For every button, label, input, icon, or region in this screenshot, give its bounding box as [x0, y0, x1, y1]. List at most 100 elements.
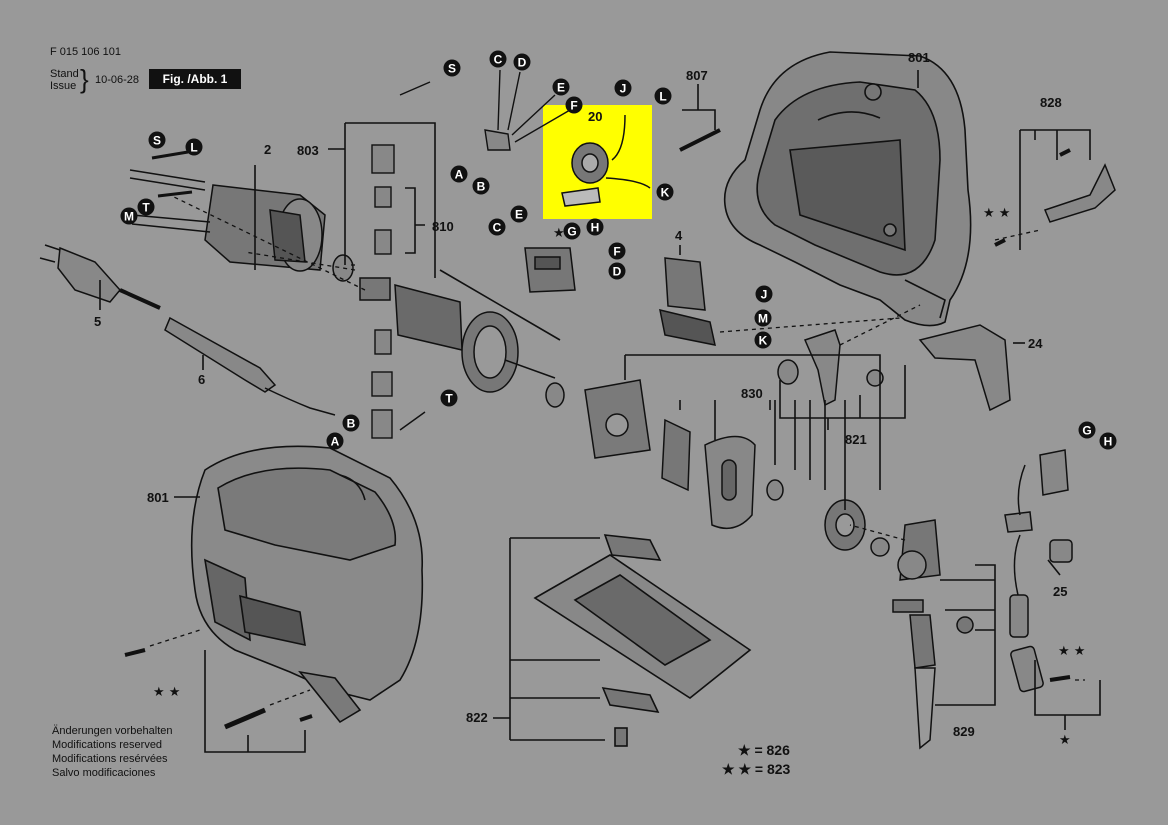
plunger-assembly: [892, 519, 974, 750]
callout-a-top: A: [450, 165, 468, 183]
callout-circle: [563, 222, 581, 240]
callout-circle: [1078, 421, 1096, 439]
legend-double-star: ★ ★ = 823: [722, 761, 791, 777]
callout-f-top: F: [565, 96, 583, 114]
issue-date: 10-06-28: [95, 74, 140, 86]
modification-notes: Änderungen vorbehalten Modifications res…: [52, 724, 172, 780]
callout-d-top: D: [513, 53, 531, 71]
electronic-module: [524, 247, 576, 293]
part-number-810: 810: [432, 219, 454, 234]
lever-and-knob: [918, 163, 1116, 412]
callout-letter: C: [493, 221, 502, 235]
callout-letter: M: [758, 312, 768, 326]
star-pair-left: ★ ★: [153, 685, 180, 700]
part-number-807: 807: [686, 68, 708, 83]
part-number-828: 828: [1040, 95, 1062, 110]
callout-letter: H: [1104, 435, 1113, 449]
callout-s-left: S: [148, 131, 166, 149]
housing-half-left: [190, 445, 424, 724]
callout-s-top: S: [443, 59, 461, 77]
callout-letter: S: [153, 134, 161, 148]
callout-letter: E: [557, 81, 565, 95]
callout-letter: J: [761, 288, 768, 302]
part-number-6: 6: [198, 372, 205, 387]
callout-letter: F: [613, 245, 620, 259]
callout-circle: [614, 79, 632, 97]
callout-letter: D: [518, 56, 527, 70]
callout-letter: C: [494, 53, 503, 67]
power-cord: [39, 244, 161, 310]
part-number-25: 25: [1053, 584, 1067, 599]
callout-circle: [488, 218, 506, 236]
star-markers: ★ ★ ★ ★ ★ ★ ★ ★: [153, 206, 1085, 748]
callout-letter: L: [659, 90, 666, 104]
field-coil: [129, 169, 326, 272]
star-pair-right: ★ ★: [1058, 644, 1085, 659]
callout-circle: [472, 177, 490, 195]
callout-letter: B: [347, 417, 356, 431]
callout-g-far: G: [1078, 421, 1096, 439]
part-number-4: 4: [675, 228, 683, 243]
part-number-24: 24: [1028, 336, 1043, 351]
star-marker-top: ★: [553, 226, 565, 241]
callout-c-mid: C: [488, 218, 506, 236]
callout-letter: M: [124, 210, 134, 224]
callout-letter: K: [661, 186, 670, 200]
callout-circle: [656, 183, 674, 201]
callout-m-left: M: [120, 207, 138, 225]
callout-circle: [654, 87, 672, 105]
part-20-component: [561, 114, 651, 207]
callout-circle: [754, 331, 772, 349]
part-number-821: 821: [845, 432, 867, 447]
note-es: Salvo modificaciones: [52, 767, 156, 779]
armature: [332, 254, 565, 408]
callout-circle: [552, 78, 570, 96]
cord-protector: [164, 316, 336, 416]
callout-circle: [326, 432, 344, 450]
callout-e-mid: E: [510, 205, 528, 223]
callout-k-right: K: [754, 331, 772, 349]
gear-train: [584, 379, 890, 557]
part-number-822: 822: [466, 710, 488, 725]
callout-letter: G: [1082, 424, 1091, 438]
callout-m-right: M: [754, 309, 772, 327]
part-number-2: 2: [264, 142, 271, 157]
callout-letter: T: [142, 201, 150, 215]
callout-d-right: D: [608, 262, 626, 280]
leader-lines: [99, 70, 1101, 753]
callout-circle: [510, 205, 528, 223]
callout-l-left: L: [185, 138, 203, 156]
callout-h-mid: H: [586, 218, 604, 236]
callout-c-top: C: [489, 50, 507, 68]
callout-circle: [754, 309, 772, 327]
callout-e-top: E: [552, 78, 570, 96]
callout-b-low: B: [342, 414, 360, 432]
callout-circle: [608, 242, 626, 260]
callout-circle: [148, 131, 166, 149]
callout-letter: D: [613, 265, 622, 279]
part-number-801-top: 801: [908, 50, 930, 65]
screws: [124, 128, 1071, 730]
callout-t-left: T: [137, 198, 155, 216]
guide-roller: [777, 329, 884, 407]
callout-letter: F: [570, 99, 577, 113]
callout-k-top: K: [656, 183, 674, 201]
document-number: F 015 106 101: [50, 46, 121, 58]
callout-circle: [489, 50, 507, 68]
note-fr: Modifications resérvées: [52, 753, 168, 765]
callout-letter: E: [515, 208, 523, 222]
star-pair-828: ★ ★: [983, 206, 1010, 221]
callout-circle: [440, 389, 458, 407]
callout-letter: K: [759, 334, 768, 348]
callout-letter: A: [331, 435, 340, 449]
callout-letter: A: [455, 168, 464, 182]
callout-f-right: F: [608, 242, 626, 260]
note-de: Änderungen vorbehalten: [52, 725, 173, 737]
callout-letter: L: [190, 141, 197, 155]
callout-l-top: L: [654, 87, 672, 105]
callout-letter: J: [620, 82, 627, 96]
callout-circle: [443, 59, 461, 77]
